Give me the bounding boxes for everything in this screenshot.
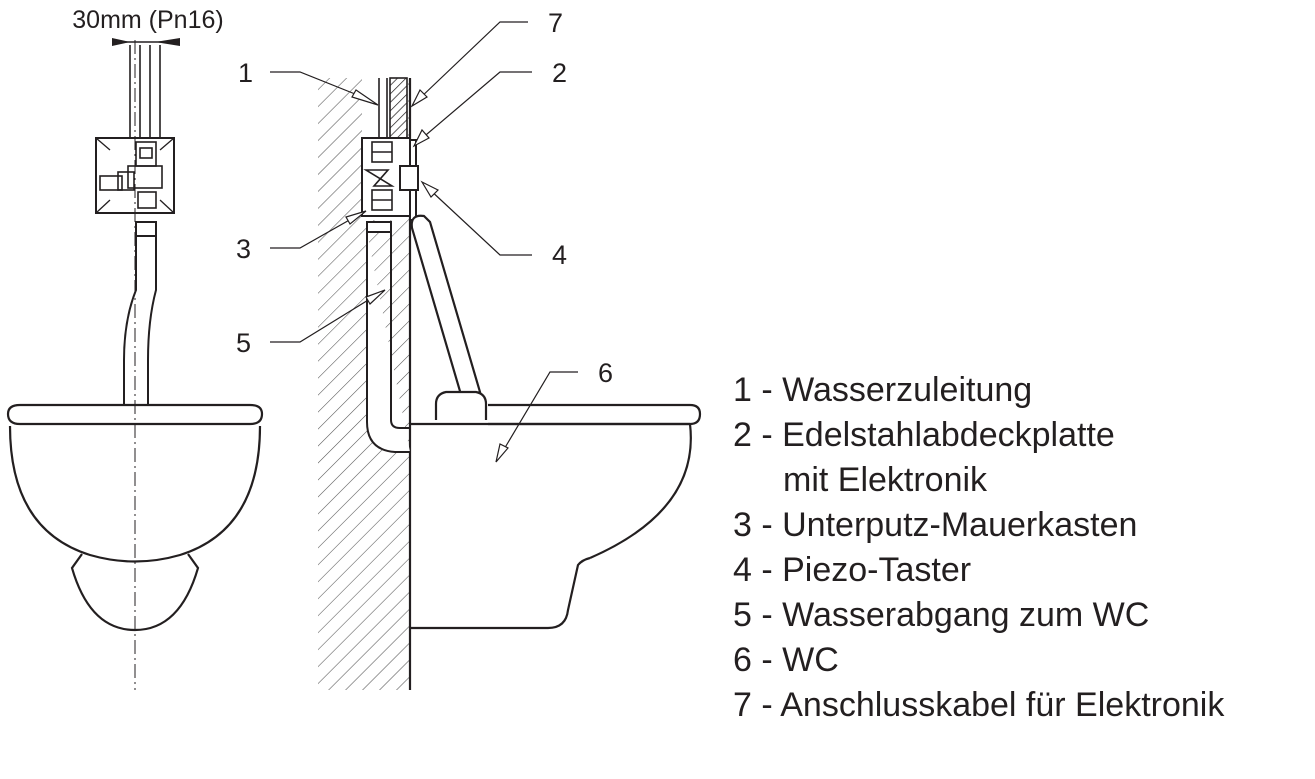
front-valve	[99, 141, 163, 209]
legend-item-2: 2 - Edelstahlabdeckplatte	[733, 416, 1115, 454]
legend-item-5: 5 - Wasserabgang zum WC	[733, 596, 1150, 634]
cable	[389, 77, 408, 141]
side-view	[318, 77, 702, 690]
piezo-button	[399, 165, 419, 191]
legend-item-4: 4 - Piezo-Taster	[733, 551, 972, 589]
front-supply-pipe	[129, 45, 161, 138]
legend: 1 - Wasserzuleitung 2 - Edelstahlabdeckp…	[733, 368, 1224, 728]
legend-item-7: 7 - Anschlusskabel für Elektronik	[733, 686, 1225, 724]
callout-5: 5	[236, 328, 251, 358]
leader-lines	[270, 21, 578, 463]
outlet-pipe	[366, 221, 410, 453]
callout-1: 1	[238, 58, 253, 88]
front-wall-box	[95, 137, 175, 214]
legend-item-3: 3 - Unterputz-Mauerkasten	[733, 506, 1138, 544]
legend-item-6: 6 - WC	[733, 641, 839, 679]
callout-3: 3	[236, 234, 251, 264]
legend-item-1: 1 - Wasserzuleitung	[733, 371, 1033, 409]
legend-item-2-continued: mit Elektronik	[783, 461, 988, 499]
dimension-label: 30mm (Pn16)	[72, 6, 223, 34]
front-view	[6, 38, 264, 690]
front-wc-bowl	[6, 403, 264, 632]
callout-7: 7	[548, 8, 563, 38]
dimension-arrows	[112, 38, 180, 46]
side-seat-lid	[410, 214, 488, 420]
callout-2: 2	[552, 58, 567, 88]
front-hose	[123, 221, 157, 405]
callout-6: 6	[598, 358, 613, 388]
side-valve	[363, 141, 395, 211]
side-wc-bowl	[410, 403, 702, 630]
callout-4: 4	[552, 240, 567, 270]
